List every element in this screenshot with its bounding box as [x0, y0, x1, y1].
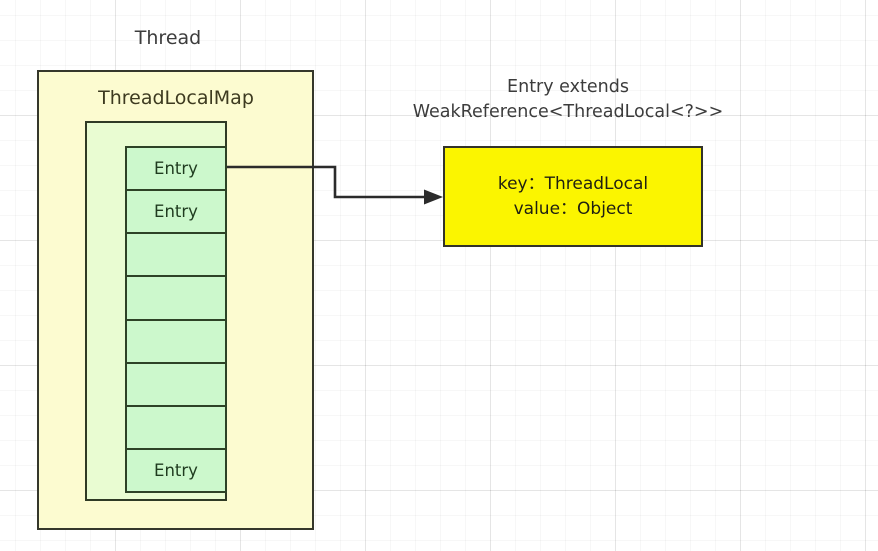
entry-cell[interactable]: [127, 406, 225, 450]
entry-cell[interactable]: [127, 234, 225, 278]
entry-extends-line-1: Entry extends: [507, 77, 629, 97]
thread-local-map-label: ThreadLocalMap: [98, 87, 254, 109]
entry-cell[interactable]: Entry: [127, 148, 225, 192]
thread-label: Thread: [134, 27, 202, 49]
entry-cell[interactable]: [127, 363, 225, 407]
entry-key-line: key：ThreadLocal: [497, 173, 649, 194]
entry-cell[interactable]: Entry: [127, 191, 225, 235]
entry-value-line: value：Object: [513, 198, 633, 219]
entry-extends-line-2: WeakReference<ThreadLocal<?>>: [412, 102, 724, 123]
entry-cell[interactable]: [127, 320, 225, 364]
entry-table: Entry Entry Entry: [125, 146, 227, 493]
entry-cell[interactable]: [127, 277, 225, 321]
entry-cell[interactable]: Entry: [127, 449, 225, 491]
entry-detail-box[interactable]: key：ThreadLocal value：Object: [443, 146, 703, 247]
arrowhead-icon: [424, 189, 443, 205]
